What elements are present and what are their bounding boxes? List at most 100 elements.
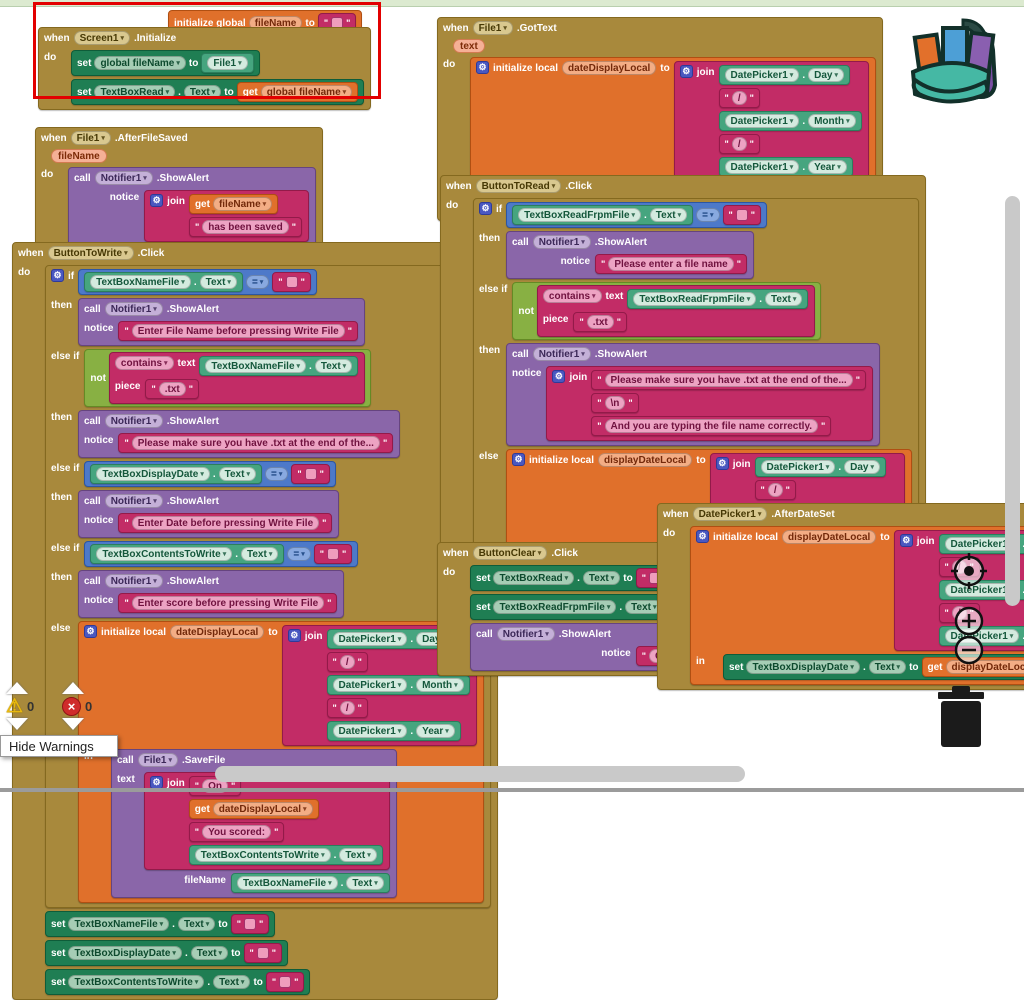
equals-block[interactable]: TextBoxDisplayDate▾.Text▾=▾""	[84, 461, 336, 487]
field-dropdown[interactable]: ButtonToWrite▾	[47, 246, 134, 260]
empty-string-block[interactable]: ""	[722, 205, 762, 225]
field-dropdown[interactable]: ButtonToRead▾	[475, 179, 562, 193]
field-dropdown[interactable]: TextBoxDisplayDate▾	[746, 660, 860, 674]
field-dropdown[interactable]: DatePicker1▾	[724, 160, 800, 174]
empty-string-block[interactable]: ""	[291, 464, 330, 484]
mutator-gear-icon[interactable]: ⚙	[51, 269, 64, 282]
field-dropdown[interactable]: File1▾	[70, 131, 111, 145]
field-dropdown[interactable]: TextBoxReadFrpmFile▾	[493, 600, 617, 614]
horizontal-scrollbar[interactable]	[215, 766, 745, 782]
field-dropdown[interactable]: Notifier1▾	[104, 494, 163, 508]
field-dropdown[interactable]: Text▾	[346, 876, 384, 890]
center-view-button[interactable]	[950, 552, 988, 590]
string-block[interactable]: "\n"	[591, 393, 639, 413]
field-dropdown[interactable]: Notifier1▾	[94, 171, 153, 185]
mutator-gear-icon[interactable]: ⚙	[84, 625, 97, 638]
empty-socket[interactable]	[279, 976, 292, 988]
string-block[interactable]: "Please make sure you have .txt at the e…	[591, 370, 866, 390]
field-dropdown[interactable]: dateDisplayLocal▾	[212, 802, 313, 816]
field-dropdown[interactable]: .txt	[586, 315, 614, 329]
field-dropdown[interactable]: DatePicker1▾	[332, 632, 408, 646]
field-dropdown[interactable]: Enter Date before pressing Write File	[131, 516, 320, 530]
field-dropdown[interactable]: \n	[604, 396, 626, 410]
field-dropdown[interactable]: Please make sure you have .txt at the en…	[131, 436, 380, 450]
field-dropdown[interactable]: Text▾	[314, 359, 353, 373]
field-dropdown[interactable]: global fileName▾	[260, 85, 353, 99]
property-block[interactable]: DatePicker1▾.Month▾	[718, 111, 862, 131]
field-dropdown[interactable]: contains▾	[114, 356, 174, 370]
field-dropdown[interactable]: Text▾	[177, 917, 216, 931]
mutator-gear-icon[interactable]: ⚙	[899, 534, 913, 547]
field-dropdown[interactable]: File1▾	[207, 56, 248, 70]
field-dropdown[interactable]: Enter score before pressing Write File	[131, 596, 325, 610]
field-dropdown[interactable]: /	[339, 701, 355, 715]
property-block[interactable]: DatePicker1▾.Month▾	[326, 675, 470, 695]
property-block[interactable]: TextBoxContentsToWrite▾.Text▾	[90, 544, 285, 564]
event-parameter[interactable]: fileName	[51, 149, 107, 163]
field-dropdown[interactable]: Text▾	[190, 946, 229, 960]
empty-socket[interactable]	[326, 548, 339, 560]
event-parameter[interactable]: text	[453, 39, 485, 53]
string-block[interactable]: "has been saved"	[188, 217, 302, 237]
field-dropdown[interactable]: TextBoxReadFrpmFile▾	[633, 292, 757, 306]
field-dropdown[interactable]: Text▾	[868, 660, 907, 674]
field-dropdown[interactable]: Notifier1▾	[532, 235, 591, 249]
string-block[interactable]: "And you are typing the file name correc…	[591, 416, 832, 436]
field-dropdown[interactable]: TextBoxContentsToWrite▾	[96, 547, 233, 561]
empty-socket[interactable]	[304, 468, 317, 480]
warning-scroll-down[interactable]	[6, 718, 28, 730]
field-dropdown[interactable]: Please make sure you have .txt at the en…	[604, 373, 853, 387]
field-dropdown[interactable]: Notifier1▾	[104, 302, 163, 316]
field-dropdown[interactable]: Text▾	[218, 467, 256, 481]
trash-can-icon[interactable]	[930, 684, 992, 750]
field-dropdown[interactable]: TextBoxNameFile▾	[90, 275, 191, 289]
field-dropdown[interactable]: Year▾	[808, 160, 847, 174]
field-dropdown[interactable]: Screen1▾	[73, 31, 130, 45]
field-dropdown[interactable]: /	[731, 137, 747, 151]
field-dropdown[interactable]: TextBoxContentsToWrite▾	[68, 975, 205, 989]
field-dropdown[interactable]: TextBoxContentsToWrite▾	[194, 848, 331, 862]
hide-warnings-button[interactable]: Hide Warnings	[0, 735, 118, 757]
zoom-out-button[interactable]	[953, 634, 985, 666]
empty-socket[interactable]	[244, 918, 257, 930]
field-dropdown[interactable]: Year▾	[416, 724, 455, 738]
string-block[interactable]: "Enter File Name before pressing Write F…	[118, 321, 358, 341]
empty-string-block[interactable]: ""	[272, 272, 311, 292]
mutator-gear-icon[interactable]: ⚙	[552, 370, 566, 383]
field-dropdown[interactable]: DatePicker1▾	[760, 460, 836, 474]
field-dropdown[interactable]: TextBoxNameFile▾	[205, 359, 307, 373]
warning-counter[interactable]: ⚠ 0	[6, 697, 34, 716]
empty-socket[interactable]	[735, 209, 748, 221]
field-dropdown[interactable]: Text▾	[765, 292, 803, 306]
string-block[interactable]: "Please enter a file name"	[595, 254, 747, 274]
field-dropdown[interactable]: global fileName▾	[94, 56, 186, 70]
empty-string-block[interactable]: ""	[265, 972, 305, 992]
field-dropdown[interactable]: Text▾	[183, 85, 222, 99]
field-dropdown[interactable]: .txt	[158, 382, 186, 396]
property-block[interactable]: TextBoxContentsToWrite▾.Text▾	[188, 845, 383, 865]
field-dropdown[interactable]: Please enter a file name	[608, 257, 734, 271]
property-block[interactable]: DatePicker1▾.Day▾	[938, 534, 1024, 554]
property-block[interactable]: TextBoxReadFrpmFile▾.Text▾	[627, 289, 809, 309]
empty-socket[interactable]	[285, 276, 298, 288]
mutator-gear-icon[interactable]: ⚙	[150, 194, 164, 207]
field-dropdown[interactable]: Text▾	[649, 208, 688, 222]
property-block[interactable]: DatePicker1▾.Year▾	[326, 721, 461, 741]
